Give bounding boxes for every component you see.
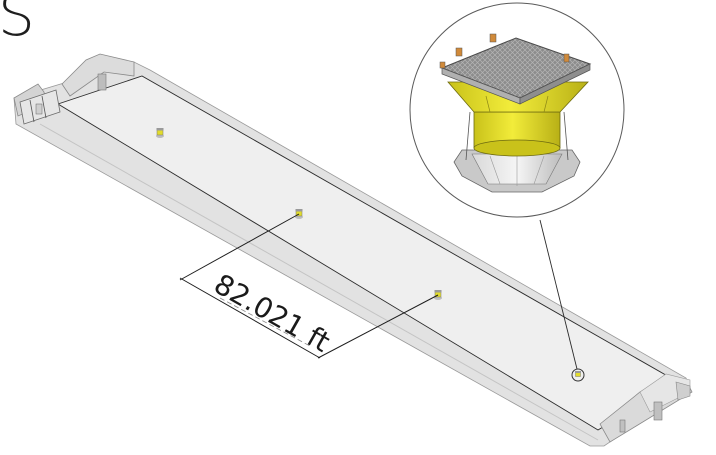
fan-model-icon	[439, 33, 592, 193]
extension-line-bottom	[317, 294, 439, 359]
building	[13, 53, 693, 447]
dimension-line	[179, 277, 321, 359]
right-gable	[599, 373, 693, 443]
left-gable	[13, 53, 135, 125]
corner-glyph: S	[0, 0, 35, 49]
fan-marker[interactable]	[295, 209, 303, 219]
fan-marker[interactable]	[156, 128, 164, 138]
extension-line-top	[179, 213, 300, 281]
fan-marker[interactable]	[434, 290, 442, 300]
detail-callout	[409, 2, 625, 218]
fan-marker-selected[interactable]	[571, 368, 585, 382]
near-wall-edge	[39, 123, 599, 441]
callout-leader	[539, 219, 578, 370]
